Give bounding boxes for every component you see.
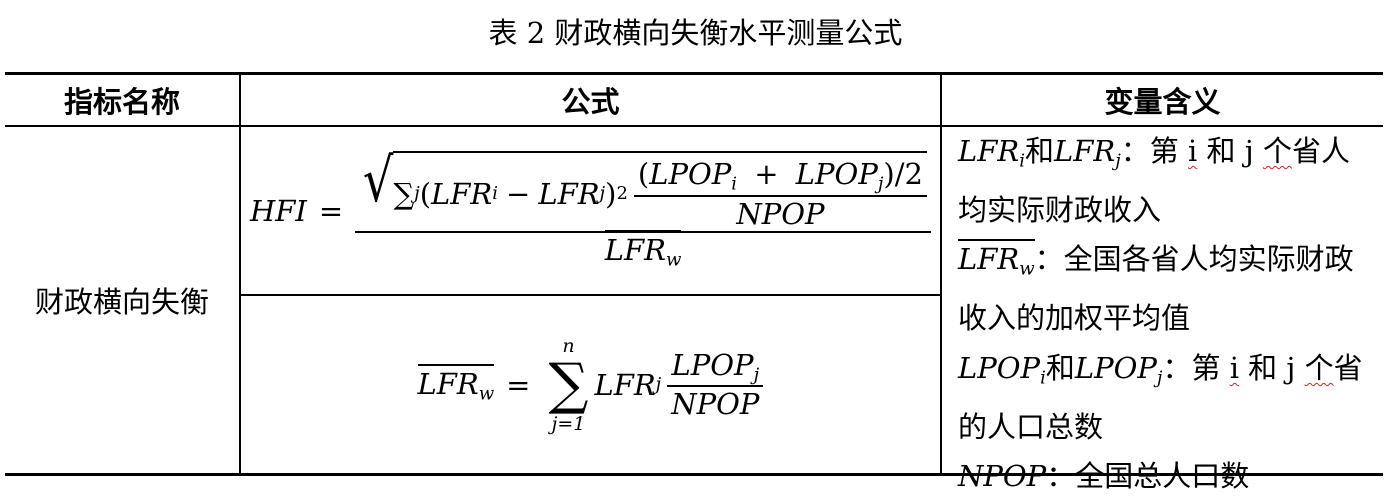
desc-text: ：全国各省人均实际财政收入的加权平均值 bbox=[958, 242, 1354, 336]
lpop-symbol: LPOP bbox=[649, 157, 732, 192]
equals-sign: = bbox=[506, 367, 531, 402]
sum-upper-limit: n bbox=[562, 334, 575, 357]
minus-sign: − bbox=[506, 176, 531, 211]
and-text: 和 bbox=[1024, 134, 1054, 168]
paren-close: ) bbox=[605, 176, 617, 211]
fraction-bar bbox=[355, 230, 931, 233]
hfi-symbol: HFI bbox=[250, 193, 307, 228]
column-divider-2 bbox=[940, 74, 942, 474]
lfr-symbol: LFR bbox=[958, 134, 1020, 168]
table-caption: 表 2 财政横向失衡水平测量公式 bbox=[488, 16, 903, 50]
paren-close: ) bbox=[883, 157, 895, 192]
and-text: 和 bbox=[1045, 350, 1075, 385]
paren-open: ( bbox=[637, 157, 650, 192]
top-rule bbox=[5, 72, 1383, 75]
subscript-j: j bbox=[655, 374, 662, 395]
subscript-i: i bbox=[731, 173, 738, 195]
desc-text: 和 j bbox=[1197, 134, 1263, 168]
lpop-symbol: LPOP bbox=[795, 157, 878, 192]
header-indicator-name: 指标名称 bbox=[5, 75, 239, 125]
radical-sign: √ bbox=[363, 146, 394, 217]
indicator-name: 财政横向失衡 bbox=[34, 285, 209, 319]
desc-lpop: LPOPi和LPOPj：第 i 和 j 个省的人口总数 bbox=[958, 344, 1378, 452]
desc-text: 省人均实际财政收入 bbox=[958, 134, 1350, 227]
paren-open: ( bbox=[419, 176, 432, 211]
weight-numerator: LPOPj bbox=[668, 348, 764, 385]
subscript-j: j bbox=[877, 173, 884, 195]
header-text: 变量含义 bbox=[1104, 85, 1221, 119]
subscript-j: j bbox=[1115, 150, 1121, 172]
column-divider-1 bbox=[239, 74, 241, 474]
subscript-i: i bbox=[492, 183, 499, 205]
lfr-symbol: LFR bbox=[417, 367, 479, 402]
equals-sign: = bbox=[318, 193, 344, 228]
population-numerator: (LPOPi + LPOPj)/2 bbox=[634, 157, 927, 194]
exponent-2: 2 bbox=[616, 183, 628, 205]
spellcheck-word: 个 bbox=[1262, 134, 1292, 168]
subscript-j: j bbox=[599, 183, 606, 205]
subscript-j: j bbox=[1156, 367, 1163, 389]
header-variable-meaning: 变量含义 bbox=[942, 75, 1383, 125]
spellcheck-word: 个 bbox=[1304, 350, 1334, 385]
subscript-i: i bbox=[1040, 367, 1046, 389]
fraction-bar bbox=[667, 385, 764, 388]
npop-symbol: NPOP bbox=[958, 459, 1047, 494]
plus-sign: + bbox=[754, 157, 779, 192]
desc-lfr-w: LFRw：全国各省人均实际财政收入的加权平均值 bbox=[958, 235, 1378, 343]
subscript-j: j bbox=[753, 364, 760, 386]
subscript-i: i bbox=[1019, 150, 1025, 172]
lfr-w-overline: LFRw bbox=[417, 364, 495, 405]
header-formula: 公式 bbox=[241, 75, 940, 125]
divide-by-two: /2 bbox=[894, 157, 923, 192]
header-rule bbox=[5, 125, 1383, 127]
lfr-symbol: LFR bbox=[604, 232, 666, 267]
weight-fraction: LPOPj NPOP bbox=[667, 348, 764, 422]
header-text: 指标名称 bbox=[63, 85, 180, 119]
population-fraction: (LPOPi + LPOPj)/2 NPOP bbox=[633, 157, 927, 231]
sum-index: j bbox=[414, 183, 420, 205]
lfr-symbol: LFR bbox=[594, 367, 656, 402]
sum-symbol: ∑ bbox=[548, 351, 589, 417]
desc-text: ：第 bbox=[1162, 350, 1230, 385]
sum-symbol: ∑ bbox=[393, 176, 415, 211]
npop-symbol: NPOP bbox=[671, 387, 760, 422]
lpop-symbol: LPOP bbox=[671, 347, 754, 382]
spellcheck-word: i bbox=[1229, 350, 1239, 385]
desc-text: 省的人口总数 bbox=[958, 350, 1363, 444]
lpop-symbol: LPOP bbox=[1074, 350, 1157, 385]
lfr-w-overline: LFRw bbox=[958, 239, 1035, 280]
lfr-symbol: LFR bbox=[1053, 134, 1116, 168]
npop-symbol: NPOP bbox=[736, 196, 825, 231]
sum-lower-limit: j=1 bbox=[551, 412, 586, 435]
variable-descriptions: LFRi和LFRj：第 i 和 j 个省人均实际财政收入 LFRw：全国各省人均… bbox=[958, 127, 1378, 502]
bottom-rule bbox=[5, 473, 1383, 476]
subscript-w: w bbox=[478, 383, 495, 405]
desc-text: ：全国总人口数 bbox=[1046, 459, 1250, 494]
summation: n ∑ j=1 bbox=[548, 335, 588, 435]
lfr-symbol: LFR bbox=[958, 242, 1020, 277]
desc-npop: NPOP：全国总人口数 bbox=[958, 452, 1378, 502]
fraction-bar bbox=[633, 194, 927, 197]
formula-row-divider bbox=[240, 294, 941, 296]
indicator-name-cell: 财政横向失衡 bbox=[5, 127, 239, 473]
desc-text: 和 j bbox=[1238, 350, 1305, 385]
spellcheck-word: i bbox=[1188, 134, 1198, 168]
subscript-w: w bbox=[1019, 258, 1035, 280]
subscript-w: w bbox=[666, 248, 682, 270]
desc-lfr: LFRi和LFRj：第 i 和 j 个省人均实际财政收入 bbox=[958, 127, 1378, 235]
hfi-denominator: LFRw bbox=[601, 229, 686, 270]
lpop-symbol: LPOP bbox=[958, 350, 1041, 385]
header-text: 公式 bbox=[561, 85, 620, 119]
lfr-w-overline: LFRw bbox=[604, 229, 682, 270]
lfr-symbol: LFR bbox=[538, 176, 600, 211]
desc-text: ：第 bbox=[1120, 134, 1188, 168]
lfr-symbol: LFR bbox=[431, 176, 493, 211]
